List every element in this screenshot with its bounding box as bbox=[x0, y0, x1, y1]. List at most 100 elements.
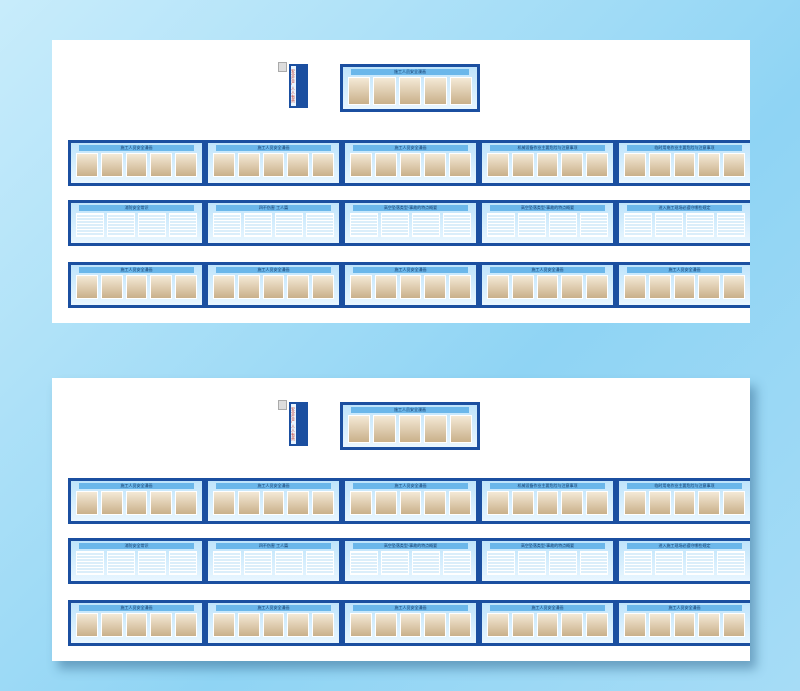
cartoon-image bbox=[487, 551, 515, 575]
panel-title: 进入施工现场必遵守哪些规定 bbox=[627, 543, 742, 549]
cartoon-image bbox=[723, 153, 745, 177]
panel-row: 施工人员安全漫画施工人员安全漫画施工人员安全漫画施工人员安全漫画施工人员安全漫画 bbox=[68, 262, 750, 308]
cartoon-image bbox=[424, 491, 447, 515]
panel-row: 施工人员安全漫画施工人员安全漫画施工人员安全漫画机械设备作业主要危险与注意事项临… bbox=[68, 478, 750, 524]
cartoon-image bbox=[624, 551, 652, 575]
cartoon-image bbox=[536, 275, 559, 299]
cartoon-image bbox=[350, 613, 372, 637]
cartoon-image bbox=[561, 275, 584, 299]
illustrations bbox=[208, 489, 339, 517]
cartoon-image bbox=[381, 213, 409, 237]
illustrations bbox=[619, 211, 750, 239]
cartoon-image bbox=[262, 153, 285, 177]
cartoon-image bbox=[443, 213, 471, 237]
cartoon-image bbox=[424, 77, 447, 105]
poster-panel: 临时用电作业主要危险与注意事项 bbox=[616, 140, 750, 186]
panel-title: 施工人员安全漫画 bbox=[490, 267, 605, 273]
cartoon-image bbox=[373, 415, 396, 443]
cartoon-image bbox=[424, 415, 447, 443]
panel-title: 施工人员安全漫画 bbox=[216, 483, 331, 489]
cartoon-image bbox=[76, 491, 98, 515]
illustrations bbox=[208, 611, 339, 639]
cartoon-image bbox=[673, 613, 696, 637]
banner-title: 施工人员安全漫画 bbox=[351, 69, 469, 75]
cartoon-image bbox=[449, 153, 471, 177]
panel-title: 消防安全常识 bbox=[79, 543, 194, 549]
cartoon-image bbox=[686, 213, 714, 237]
cartoon-image bbox=[424, 153, 447, 177]
cartoon-image bbox=[536, 613, 559, 637]
poster-panel: 施工人员安全漫画 bbox=[68, 478, 205, 524]
board-preview-top: 安全生产 人人有责施工人员安全漫画施工人员安全漫画施工人员安全漫画施工人员安全漫… bbox=[52, 40, 750, 323]
cartoon-image bbox=[698, 613, 721, 637]
cartoon-image bbox=[237, 275, 260, 299]
cartoon-image bbox=[655, 551, 683, 575]
cartoon-image bbox=[150, 613, 173, 637]
cartoon-image bbox=[673, 275, 696, 299]
cartoon-image bbox=[287, 613, 310, 637]
cartoon-image bbox=[287, 491, 310, 515]
panel-title: 高空坠落类型·事故的特点概要 bbox=[353, 205, 468, 211]
poster-panel: 高空坠落类型·事故的特点概要 bbox=[342, 200, 479, 246]
cartoon-image bbox=[536, 153, 559, 177]
cartoon-image bbox=[150, 275, 173, 299]
panel-title: 进入施工现场必遵守哪些规定 bbox=[627, 205, 742, 211]
cartoon-image bbox=[648, 613, 671, 637]
panel-title: 四不伤害 工人篇 bbox=[216, 543, 331, 549]
poster-panel: 高空坠落类型·事故的特点概要 bbox=[479, 538, 616, 584]
cartoon-image bbox=[549, 551, 577, 575]
cartoon-image bbox=[350, 551, 378, 575]
cartoon-image bbox=[100, 491, 123, 515]
panel-title: 施工人员安全漫画 bbox=[216, 605, 331, 611]
cartoon-image bbox=[624, 275, 646, 299]
cartoon-image bbox=[723, 491, 745, 515]
cartoon-image bbox=[373, 77, 396, 105]
cartoon-image bbox=[487, 491, 509, 515]
cartoon-image bbox=[348, 77, 371, 105]
poster-panel: 四不伤害 工人篇 bbox=[205, 200, 342, 246]
cartoon-image bbox=[312, 153, 334, 177]
cartoon-image bbox=[100, 153, 123, 177]
poster-panel: 施工人员安全漫画 bbox=[205, 140, 342, 186]
cartoon-image bbox=[624, 153, 646, 177]
cartoon-image bbox=[262, 275, 285, 299]
cartoon-image bbox=[306, 213, 334, 237]
cartoon-image bbox=[275, 213, 303, 237]
illustrations bbox=[619, 549, 750, 577]
cartoon-image bbox=[262, 491, 285, 515]
poster-panel: 施工人员安全漫画 bbox=[342, 262, 479, 308]
panel-title: 临时用电作业主要危险与注意事项 bbox=[627, 145, 742, 151]
panel-title: 施工人员安全漫画 bbox=[353, 483, 468, 489]
illustrations bbox=[482, 273, 613, 301]
illustrations bbox=[208, 151, 339, 179]
illustrations bbox=[482, 151, 613, 179]
cartoon-image bbox=[213, 275, 235, 299]
poster-panel: 施工人员安全漫画 bbox=[479, 262, 616, 308]
cartoon-image bbox=[511, 153, 534, 177]
cartoon-image bbox=[350, 153, 372, 177]
panel-title: 施工人员安全漫画 bbox=[216, 267, 331, 273]
panel-row: 施工人员安全漫画施工人员安全漫画施工人员安全漫画施工人员安全漫画施工人员安全漫画 bbox=[68, 600, 750, 646]
cartoon-image bbox=[125, 613, 148, 637]
cartoon-image bbox=[107, 551, 135, 575]
cartoon-image bbox=[213, 551, 241, 575]
poster-panel: 临时用电作业主要危险与注意事项 bbox=[616, 478, 750, 524]
cartoon-image bbox=[561, 613, 584, 637]
cartoon-image bbox=[125, 153, 148, 177]
illustrations bbox=[71, 273, 202, 301]
cartoon-image bbox=[449, 77, 473, 105]
illustrations bbox=[71, 211, 202, 239]
cartoon-image bbox=[287, 275, 310, 299]
cartoon-image bbox=[350, 491, 372, 515]
cartoon-image bbox=[399, 491, 422, 515]
cartoon-image bbox=[150, 153, 173, 177]
panel-title: 四不伤害 工人篇 bbox=[216, 205, 331, 211]
illustrations bbox=[482, 211, 613, 239]
cartoon-image bbox=[374, 153, 397, 177]
panel-title: 施工人员安全漫画 bbox=[79, 483, 194, 489]
cartoon-image bbox=[449, 275, 471, 299]
cartoon-image bbox=[586, 153, 608, 177]
cartoon-image bbox=[213, 613, 235, 637]
cartoon-image bbox=[399, 613, 422, 637]
panel-title: 施工人员安全漫画 bbox=[79, 145, 194, 151]
